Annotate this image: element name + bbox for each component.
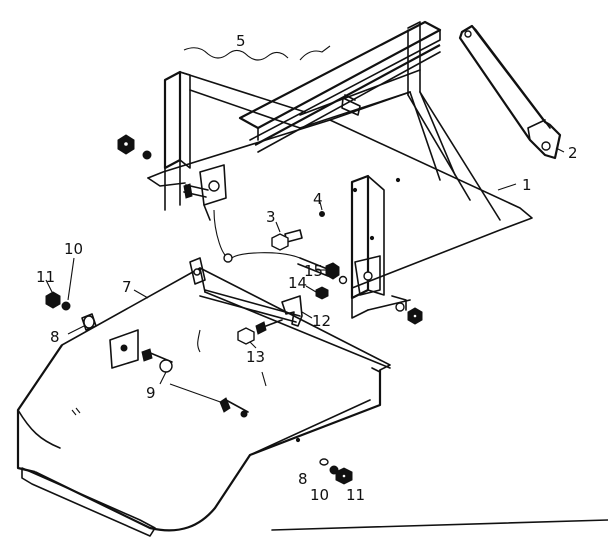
callout-14: 14	[288, 274, 307, 292]
callout-3: 3	[266, 208, 276, 226]
frame-fasteners	[117, 134, 423, 327]
callout-15: 15	[304, 262, 323, 280]
callout-1: 1	[522, 176, 532, 194]
callout-8-left: 8	[50, 328, 60, 346]
callout-5: 5	[236, 32, 246, 50]
callout-11-left: 11	[36, 268, 55, 286]
callout-7: 7	[122, 278, 132, 296]
callout-4: 4	[313, 190, 323, 208]
callout-13: 13	[246, 348, 265, 366]
callout-11-right: 11	[346, 486, 365, 504]
hitch-link-part	[458, 24, 562, 160]
callout-10-left: 10	[64, 240, 83, 258]
leader-lines	[45, 45, 608, 531]
callout-10-right: 10	[310, 486, 329, 504]
callout-2: 2	[568, 144, 578, 162]
frame-assembly	[147, 20, 533, 319]
callout-labels: 1 2 3 4 5 7 8 8 9 10 10 11 11 12 13 14 1…	[36, 32, 578, 504]
callout-9: 9	[146, 384, 156, 402]
callout-8-right: 8	[298, 470, 308, 488]
callout-12: 12	[312, 312, 331, 330]
cover-pan	[16, 257, 391, 537]
